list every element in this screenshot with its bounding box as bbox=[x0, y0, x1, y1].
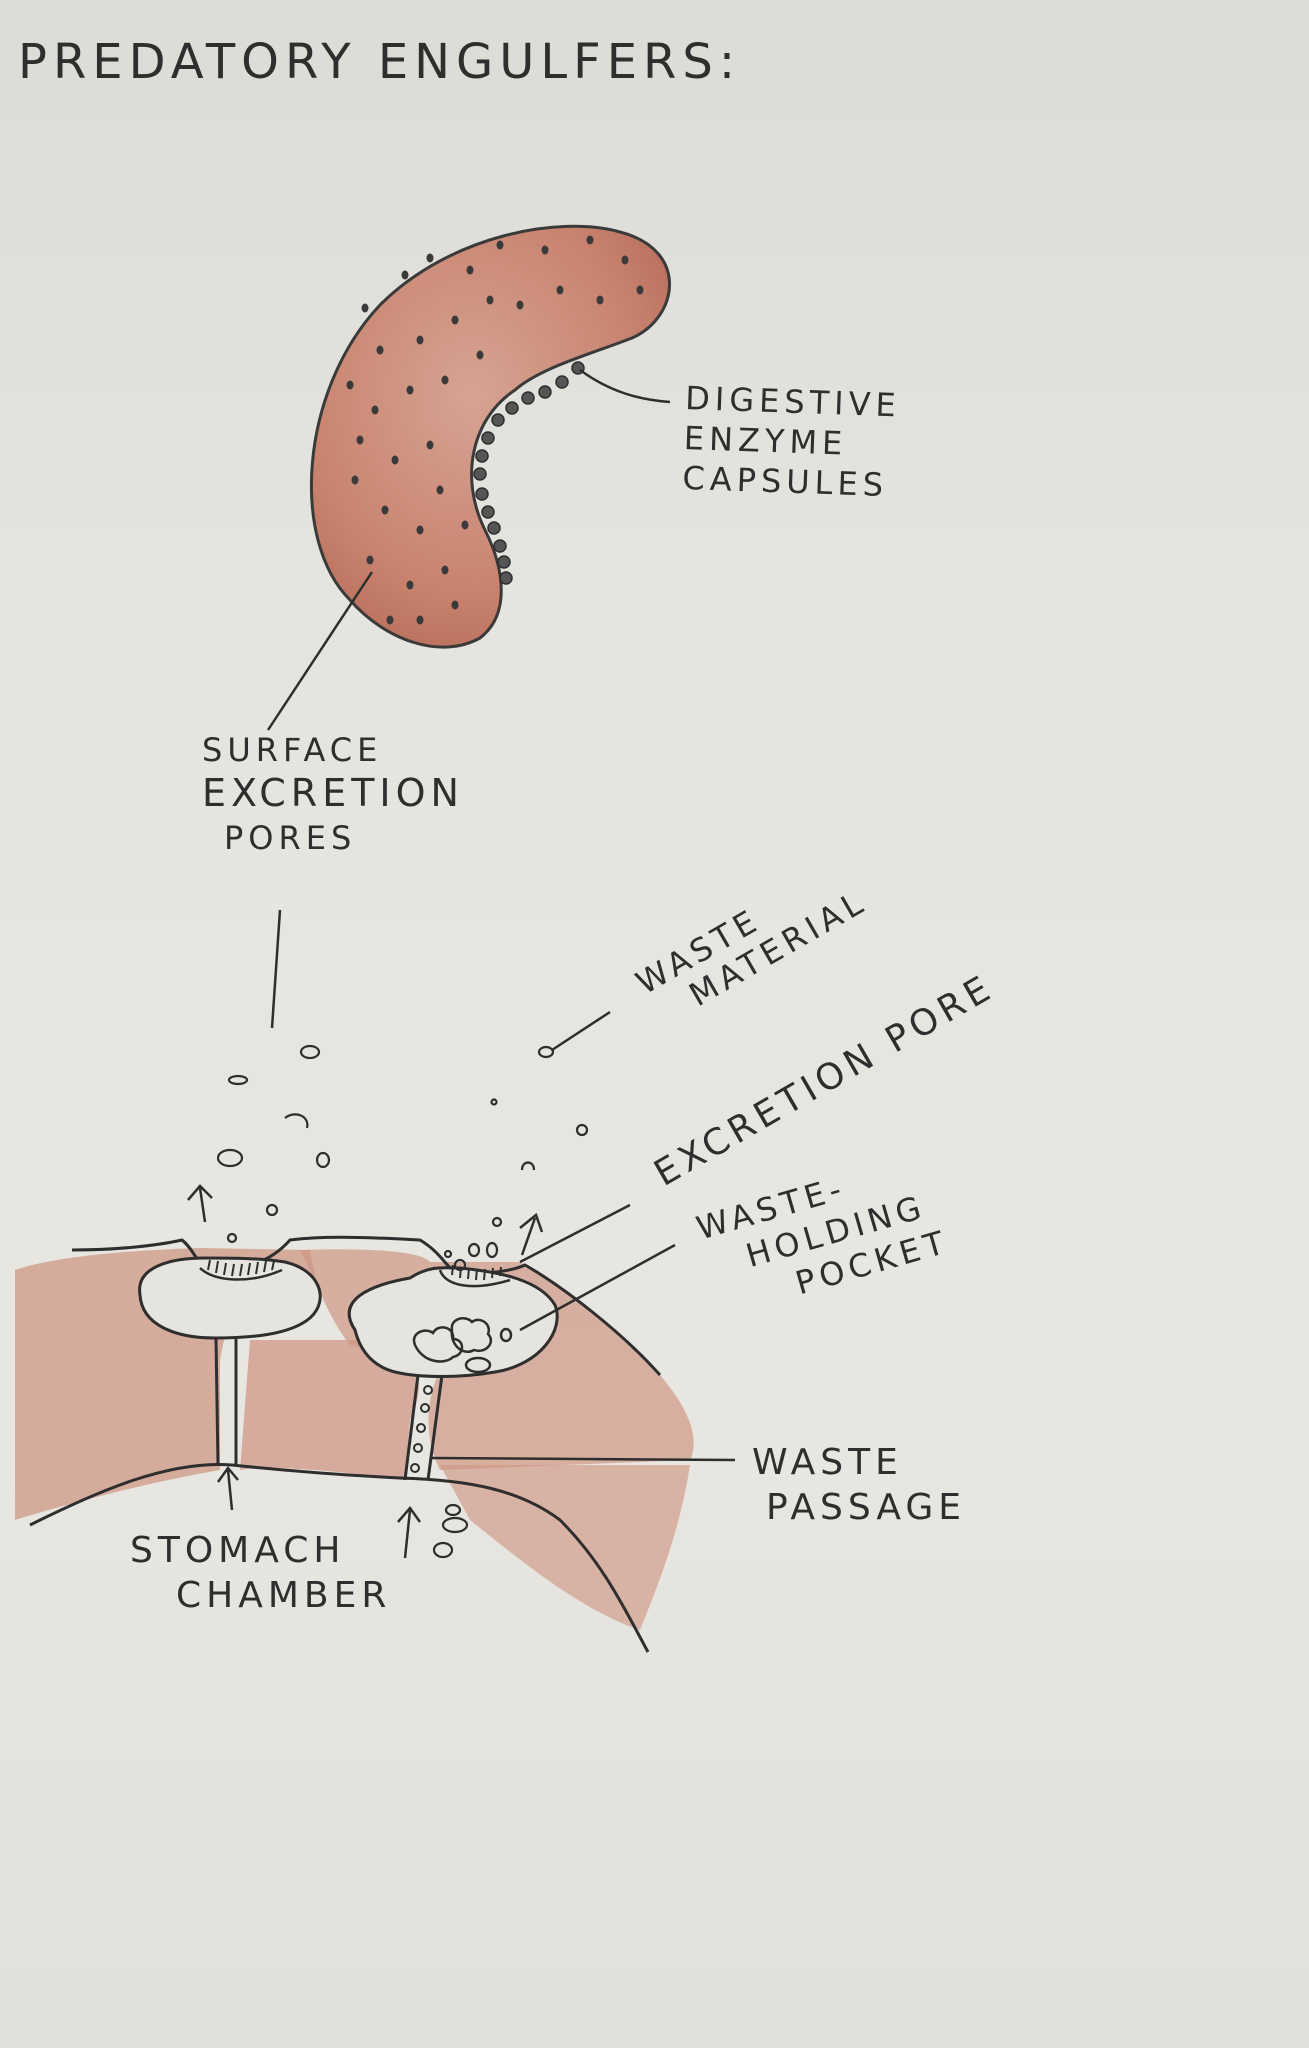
waste-bubbles bbox=[216, 1044, 589, 1559]
excretion-pore-dot bbox=[371, 405, 379, 415]
excretion-pore-dot bbox=[636, 285, 644, 295]
excretion-pore-dot bbox=[376, 345, 384, 355]
excretion-pore-dot bbox=[356, 435, 364, 445]
label-surface-line-3: PORES bbox=[224, 818, 357, 857]
enzyme-capsule bbox=[487, 521, 501, 535]
page-title: PREDATORY ENGULFERS: bbox=[18, 34, 742, 90]
excretion-pore-dot bbox=[441, 375, 449, 385]
enzyme-capsule bbox=[491, 413, 505, 427]
excretion-pore-dot bbox=[496, 240, 504, 250]
enzyme-capsule bbox=[473, 467, 487, 481]
excretion-pore-dot bbox=[516, 300, 524, 310]
leader-surface-pores-lower bbox=[270, 909, 282, 1029]
enzyme-capsule bbox=[481, 505, 495, 519]
label-waste-passage-line-2: PASSAGE bbox=[766, 1487, 967, 1528]
passage-beads bbox=[410, 1385, 433, 1473]
leader-excretion-pore bbox=[519, 1203, 631, 1264]
excretion-pore-dot bbox=[486, 295, 494, 305]
excretion-pore-dot bbox=[391, 455, 399, 465]
excretion-pore-dot bbox=[381, 505, 389, 515]
excretion-pore-dot bbox=[351, 475, 359, 485]
enzyme-capsule bbox=[475, 487, 489, 501]
left-pore-mouth bbox=[199, 1267, 283, 1281]
enzyme-capsule bbox=[538, 385, 552, 399]
left-pocket bbox=[138, 1256, 322, 1340]
enzyme-capsule bbox=[497, 555, 511, 569]
tissue-fill-lower-right bbox=[440, 1465, 690, 1630]
excretion-pore-dot bbox=[541, 245, 549, 255]
right-pore-mouth bbox=[438, 1269, 511, 1288]
excretion-pore-dot bbox=[406, 580, 414, 590]
excretion-pore-dot bbox=[436, 485, 444, 495]
enzyme-capsule bbox=[505, 401, 519, 415]
enzyme-capsule bbox=[499, 571, 513, 585]
excretion-pore-dot bbox=[476, 350, 484, 360]
leader-digestive bbox=[579, 368, 671, 404]
left-stomach-channel bbox=[214, 1337, 238, 1466]
excretion-pore-dot bbox=[406, 385, 414, 395]
outer-surface-line bbox=[71, 1235, 662, 1376]
excretion-pore-dot bbox=[451, 315, 459, 325]
outflow-arrows bbox=[187, 1184, 544, 1559]
leader-waste-passage bbox=[431, 1456, 736, 1462]
enzyme-capsule bbox=[521, 391, 535, 405]
enzyme-capsule bbox=[481, 431, 495, 445]
excretion-pore-dot bbox=[386, 615, 394, 625]
excretion-pore-dot bbox=[586, 235, 594, 245]
waste-passage-channel bbox=[403, 1374, 444, 1481]
digestive-enzyme-capsules bbox=[473, 361, 585, 585]
leader-surface-pores bbox=[266, 571, 374, 731]
excretion-pore-dot bbox=[426, 253, 434, 263]
excretion-pore-dot bbox=[451, 600, 459, 610]
excretion-pore-dot bbox=[556, 285, 564, 295]
excretion-pore-dot bbox=[461, 520, 469, 530]
label-stomach-chamber: STOMACH CHAMBER bbox=[130, 1528, 391, 1618]
enzyme-capsule bbox=[555, 375, 569, 389]
waste-clumps bbox=[412, 1317, 513, 1374]
surface-excretion-pores bbox=[346, 235, 644, 625]
label-surface-line-1: SURFACE bbox=[202, 731, 383, 769]
inner-surface-line bbox=[29, 1462, 650, 1653]
tissue-fill-mid bbox=[240, 1340, 419, 1480]
label-waste-passage: WASTE PASSAGE bbox=[752, 1440, 966, 1530]
excretion-pore-dot bbox=[366, 555, 374, 565]
label-digestive-enzyme-capsules: DIGESTIVE ENZYME CAPSULES bbox=[682, 378, 902, 505]
label-digestive-line-3: CAPSULES bbox=[681, 458, 889, 505]
excretion-pore-dot bbox=[346, 380, 354, 390]
excretion-pore-dot bbox=[596, 295, 604, 305]
tissue-fill-left bbox=[15, 1248, 320, 1520]
label-waste-passage-line-1: WASTE bbox=[752, 1442, 903, 1483]
label-stomach-line-2: CHAMBER bbox=[176, 1575, 392, 1616]
right-pore-bristles bbox=[451, 1264, 502, 1281]
left-pore-bristles bbox=[207, 1259, 275, 1277]
excretion-pore-dot bbox=[466, 265, 474, 275]
leader-waste-holding bbox=[519, 1243, 676, 1332]
leader-waste-material bbox=[551, 1010, 611, 1052]
label-surface-line-2: EXCRETION bbox=[202, 771, 464, 815]
excretion-pore-dot bbox=[361, 303, 369, 313]
excretion-pore-dot bbox=[416, 615, 424, 625]
enzyme-capsule bbox=[475, 449, 489, 463]
excretion-pore-dot bbox=[441, 565, 449, 575]
engulfer-body bbox=[309, 224, 671, 649]
excretion-pore-dot bbox=[416, 525, 424, 535]
label-surface-excretion-pores: SURFACE EXCRETION PORES bbox=[202, 730, 464, 858]
excretion-pore-dot bbox=[401, 270, 409, 280]
excretion-pore-dot bbox=[416, 335, 424, 345]
enzyme-capsule bbox=[493, 539, 507, 553]
label-stomach-line-1: STOMACH bbox=[130, 1530, 346, 1571]
excretion-pore-dot bbox=[621, 255, 629, 265]
excretion-pore-dot bbox=[426, 440, 434, 450]
